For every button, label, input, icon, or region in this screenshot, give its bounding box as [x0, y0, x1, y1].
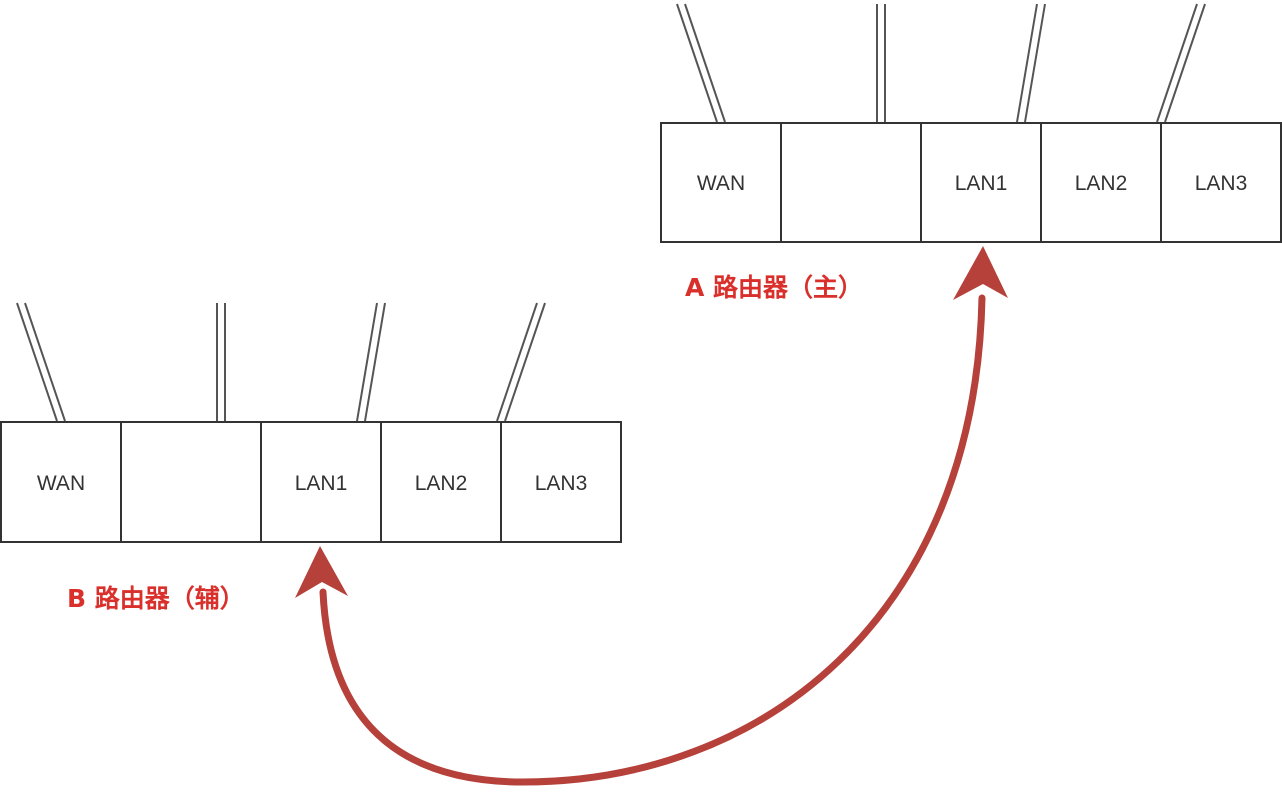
router-b-port-lan2: LAN2: [415, 472, 468, 495]
router-b-port-wan: WAN: [37, 472, 85, 495]
router-a-antenna-3: [1016, 3, 1046, 123]
router-a-antennas: [676, 3, 1206, 123]
router-b: WAN LAN1 LAN2 LAN3 B 路由器（辅）: [0, 302, 622, 613]
router-b-antenna-1: [16, 302, 66, 422]
router-b-antenna-3: [356, 302, 386, 422]
router-a-port-wan: WAN: [697, 172, 745, 195]
router-a-port-lan2: LAN2: [1075, 172, 1128, 195]
arrowhead-to-router-a-lan1: [953, 246, 1008, 300]
router-a-port-lan3: LAN3: [1195, 172, 1248, 195]
router-b-port-lan3: LAN3: [535, 472, 588, 495]
router-b-antenna-2: [216, 303, 226, 421]
router-a-antenna-2: [876, 4, 886, 122]
router-b-antenna-4: [496, 302, 546, 422]
connection-cable: [295, 246, 1008, 786]
router-b-port-dividers: [120, 422, 502, 542]
connection-cable-path: [319, 294, 986, 786]
router-a-body: [660, 122, 1282, 243]
router-a-port-lan1: LAN1: [955, 172, 1008, 195]
router-a-caption: A 路由器（主）: [685, 273, 863, 302]
router-b-antennas: [16, 302, 546, 422]
router-a-antenna-4: [1156, 3, 1206, 123]
arrowhead-to-router-b-lan1: [295, 546, 348, 598]
router-a: WAN LAN1 LAN2 LAN3 A 路由器（主）: [660, 3, 1282, 302]
router-b-caption: B 路由器（辅）: [67, 584, 245, 613]
router-b-body: [0, 421, 622, 543]
router-a-port-dividers: [780, 123, 1162, 242]
router-a-antenna-1: [676, 3, 726, 123]
router-b-port-lan1: LAN1: [295, 472, 348, 495]
